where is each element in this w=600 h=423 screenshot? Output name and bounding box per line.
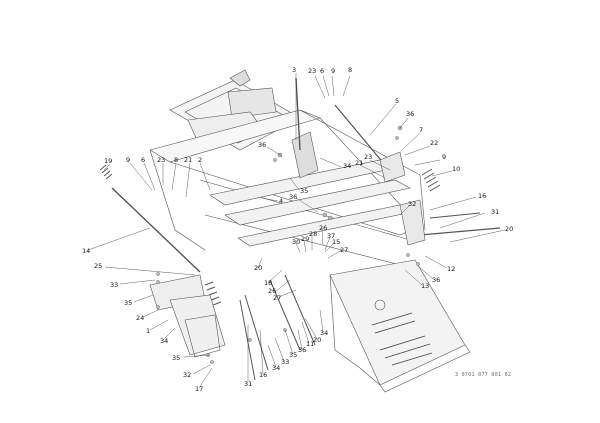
rod-31-lower	[239, 299, 256, 381]
callout-8: 8	[174, 156, 178, 164]
callout-16: 16	[478, 192, 486, 200]
callout-6: 6	[141, 156, 145, 164]
right-bracket	[379, 151, 406, 183]
callout-27: 27	[340, 246, 348, 254]
footplate-hole	[374, 299, 386, 311]
spring-19	[99, 164, 113, 180]
callout-12: 12	[447, 265, 455, 273]
callout-31: 31	[491, 208, 499, 216]
callout-24: 1	[146, 327, 150, 335]
callout-9: 9	[331, 67, 335, 75]
callout-23: 23	[308, 67, 316, 75]
callout-13: 13	[421, 282, 429, 290]
callout-33: 35	[124, 299, 132, 307]
callout-21: 21	[355, 159, 363, 167]
callout-15: 15	[332, 238, 340, 246]
center-arm	[291, 131, 319, 179]
callout-36: 36	[432, 276, 440, 284]
callout-32: 36	[298, 346, 306, 354]
pedal-bracket-2	[184, 314, 221, 358]
callout-31: 31	[244, 380, 252, 388]
callout-20: 34	[272, 364, 280, 372]
callout-11: 33	[281, 358, 289, 366]
spring-lower	[204, 281, 222, 306]
top-bracket	[229, 69, 251, 87]
frame-side-left	[149, 149, 206, 251]
callout-7: 7	[419, 126, 423, 134]
callout-27: 27	[273, 294, 281, 302]
callout-26: 26	[319, 224, 327, 232]
callout-20: 20	[254, 264, 262, 272]
callout-20: 20	[505, 225, 513, 233]
callout-35: 24	[136, 314, 144, 322]
callout-25: 25	[94, 262, 102, 270]
callout-18: 18	[264, 279, 272, 287]
spring-10	[421, 168, 441, 192]
footplate-edge	[379, 344, 471, 393]
callouts: 3 23 6 9 8 5 36 7 22 9 10 21 23 34 36 19…	[82, 66, 513, 393]
callout-30: 30	[292, 238, 300, 246]
right-rod-5	[334, 104, 386, 166]
callout-23: 23	[157, 156, 165, 164]
callout-16: 16	[259, 371, 267, 379]
callout-3: 3	[292, 66, 296, 74]
callout-34: 33	[110, 281, 118, 289]
callout-14: 14	[82, 247, 90, 255]
lever-32	[399, 199, 426, 246]
callout-32: 32	[408, 200, 416, 208]
callout-26: 26	[268, 287, 276, 295]
rod-linkage-2	[284, 274, 316, 346]
callout-4: 4	[279, 197, 283, 205]
callout-1: 34	[160, 337, 168, 345]
callout-6: 6	[320, 67, 324, 75]
callout-34: 34	[320, 329, 328, 337]
callout-2: 2	[198, 156, 202, 164]
callout-33: 32	[183, 371, 191, 379]
center-shaft	[295, 77, 301, 151]
leader-lines	[87, 73, 506, 389]
callout-23: 23	[364, 153, 372, 161]
rod-linkage	[269, 279, 301, 351]
callout-28: 28	[309, 230, 317, 238]
callout-19: 19	[104, 157, 112, 165]
rod-16-lower	[244, 294, 269, 371]
frame-drawing	[99, 69, 501, 393]
callout-36: 36	[289, 193, 297, 201]
pedal-bracket-1	[169, 294, 226, 356]
callout-34: 34	[343, 162, 351, 170]
callout-37: 37	[327, 232, 335, 240]
long-rod-14	[111, 187, 201, 273]
rod-right	[419, 227, 501, 236]
callout-21: 21	[184, 156, 192, 164]
drawing-code: 3 0701 077 001 02	[455, 372, 511, 378]
frame-cross-2	[224, 179, 411, 226]
callout-35: 35	[300, 187, 308, 195]
callout-34: 17	[195, 385, 203, 393]
footplate-slots	[371, 312, 433, 366]
callout-22: 22	[430, 139, 438, 147]
callout-10: 10	[452, 165, 460, 173]
callout-8: 8	[348, 66, 352, 74]
callout-17: 11	[306, 340, 314, 348]
callout-36: 36	[406, 110, 414, 118]
callout-36: 35	[289, 351, 297, 359]
footplate-side	[329, 274, 381, 386]
callout-35: 20	[313, 336, 321, 344]
frame-side-right	[299, 109, 426, 231]
rod-right-2	[429, 212, 481, 219]
callout-36: 36	[258, 141, 266, 149]
callout-29: 29	[301, 235, 309, 243]
top-housing	[227, 87, 277, 119]
callout-35: 35	[172, 354, 180, 362]
callout-9: 9	[126, 156, 130, 164]
footplate	[329, 259, 466, 386]
callout-9: 9	[442, 153, 446, 161]
callout-5: 5	[395, 97, 399, 105]
